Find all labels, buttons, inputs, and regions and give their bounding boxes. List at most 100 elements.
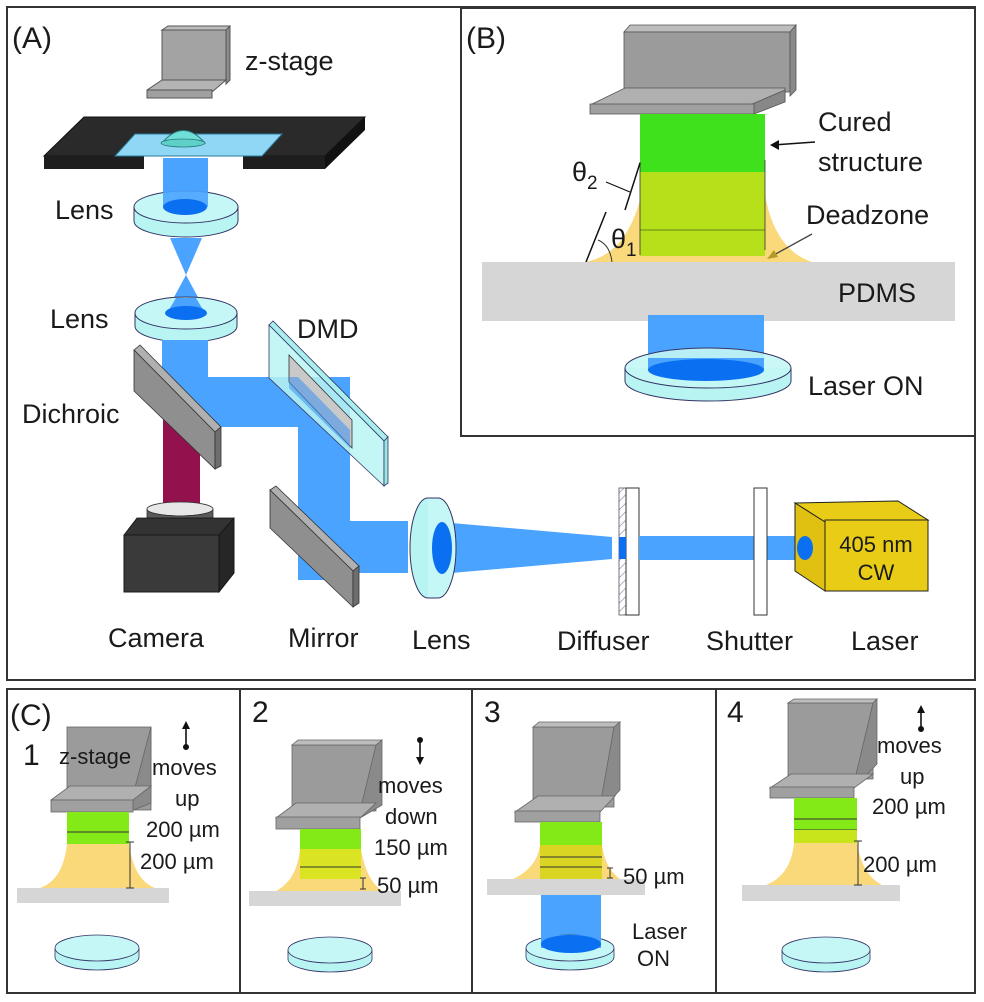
gap-label: 200 µm [863, 852, 937, 877]
cured-structure [540, 822, 602, 845]
panel-c-border [6, 688, 976, 994]
z-stage-icon [589, 23, 797, 115]
arrow-head [767, 250, 778, 259]
panel-a-label: (A) [12, 22, 52, 55]
laser-icon [793, 500, 930, 592]
lens-icon [624, 347, 792, 402]
shutter-icon [753, 487, 768, 616]
dmd-label: DMD [297, 314, 359, 344]
dichroic-label: Dichroic [22, 399, 120, 429]
deadzone-right [765, 195, 812, 262]
motion-amount: 200 µm [146, 817, 220, 842]
z-stage-icon [146, 24, 231, 99]
panel-b: (B) θ2 θ1 Cured structure Dea [460, 7, 976, 437]
pdms-layer [17, 888, 169, 903]
gap-label: 200 µm [140, 849, 214, 874]
deadzone [40, 844, 155, 888]
beam-segment [162, 340, 208, 380]
z-stage-label: z-stage [245, 46, 334, 76]
motion-direction: up [175, 786, 199, 811]
lens-top-label: Lens [55, 195, 114, 225]
step-number: 1 [23, 739, 40, 772]
sample-holder-icon [42, 116, 367, 169]
cured-structure-arrow [772, 141, 816, 146]
z-stage-icon [291, 744, 377, 812]
panel-b-label: (B) [466, 22, 506, 55]
motion-direction: down [385, 804, 438, 829]
laser-mode: CW [858, 560, 895, 585]
pdms-layer [249, 891, 401, 906]
laser-label: Laser [851, 626, 919, 656]
deadzone-arrow [771, 233, 813, 257]
laser-on-label-2: ON [637, 946, 670, 971]
laser-wavelength: 405 nm [839, 532, 912, 557]
diffuser-label: Diffuser [557, 626, 650, 656]
cured-structure-label-1: Cured [818, 107, 892, 137]
cured-structure [640, 114, 765, 172]
laser-on-label-1: Laser [632, 919, 687, 944]
step-3: 3 50 µm Laser ON [484, 696, 687, 971]
theta1-tangent [585, 211, 607, 263]
theta2-label: θ2 [572, 157, 598, 194]
camera-label: Camera [108, 623, 205, 653]
deadzone-left [585, 200, 640, 262]
motion-label: moves [877, 733, 942, 758]
theta2-tangent [624, 162, 641, 211]
deadzone-bottom [640, 255, 766, 263]
lens-icon [54, 934, 140, 971]
step-4: 4 200 µm moves up 200 µm [727, 696, 946, 973]
beam-segment [639, 536, 801, 560]
step-2: 2 50 µm moves down 150 µm [249, 696, 448, 973]
laser-on-label: Laser ON [808, 371, 924, 401]
step-number: 3 [484, 696, 501, 729]
step-number: 2 [252, 696, 269, 729]
resin-region [540, 845, 602, 879]
deadzone [766, 843, 882, 885]
pdms-layer [482, 262, 955, 321]
step-number: 4 [727, 696, 744, 729]
lens-mid-label: Lens [50, 304, 109, 334]
motion-label: moves [378, 773, 443, 798]
motion-direction: up [900, 764, 924, 789]
z-stage-icon [532, 726, 615, 808]
lens-top-icon [133, 190, 239, 238]
pdms-layer [742, 885, 900, 901]
gap-label: 50 µm [623, 864, 685, 889]
lens-mid-icon [134, 296, 238, 343]
theta1-label: θ1 [611, 224, 637, 261]
gap-label: 50 µm [377, 873, 439, 898]
deadzone-label: Deadzone [806, 200, 929, 230]
dichroic-icon [133, 344, 222, 470]
lens-icon [781, 936, 871, 973]
lens-bottom-label: Lens [412, 625, 471, 655]
mirror-label: Mirror [288, 623, 358, 653]
cured-structure-label-2: structure [818, 147, 923, 177]
z-stage-label: z-stage [59, 744, 131, 769]
lens-icon [287, 936, 373, 973]
motion-amount: 150 µm [374, 835, 448, 860]
theta1-arc [597, 239, 613, 263]
diffuser-icon [618, 487, 640, 616]
step-1: 1 z-stage 200 µm moves up 200 µm [17, 721, 220, 971]
arrow-head [770, 140, 779, 150]
pdms-layer [487, 879, 645, 895]
resin-region [300, 849, 361, 879]
mirror-icon [269, 485, 360, 608]
beam-cone-upper [170, 238, 202, 275]
panel-a: (A) z-stage Lens [6, 6, 976, 681]
pdms-label: PDMS [838, 278, 916, 308]
theta2-pointer [605, 181, 631, 193]
dmd-icon [268, 320, 389, 487]
camera-icon [123, 501, 235, 594]
beam-converging [440, 522, 612, 574]
panel-c: (C) 1 z-stage 200 µm moves up 200 µm [6, 688, 976, 994]
shutter-label: Shutter [706, 626, 793, 656]
panel-c-label: (C) [10, 699, 52, 732]
cured-structure [67, 812, 129, 844]
lens-bottom-icon [409, 497, 457, 599]
lens-icon [525, 934, 615, 971]
motion-amount: 200 µm [872, 794, 946, 819]
resin-region [640, 172, 765, 256]
cured-structure [300, 829, 361, 849]
